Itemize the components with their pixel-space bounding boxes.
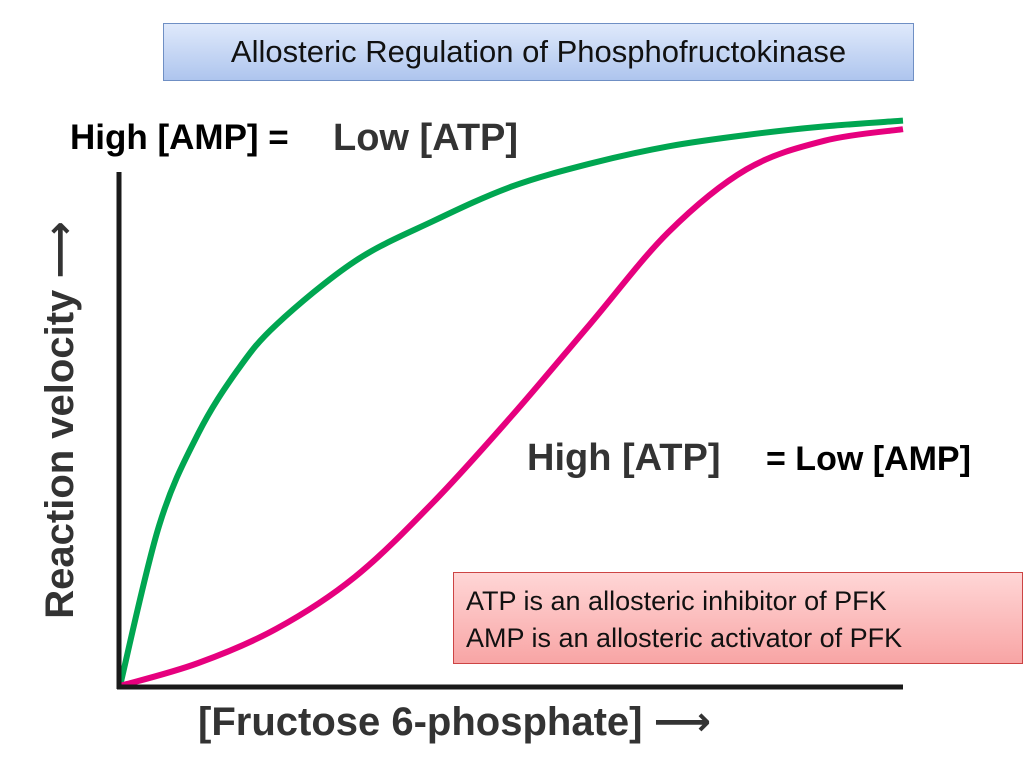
- pink-series-label-suffix: = Low [AMP]: [766, 440, 971, 478]
- note-line-inhibitor: ATP is an allosteric inhibitor of PFK: [466, 586, 887, 616]
- note-box: ATP is an allosteric inhibitor of PFK AM…: [453, 572, 1023, 664]
- pink-series-label: High [ATP]: [527, 437, 721, 479]
- green-curve-high-amp: [117, 117, 904, 687]
- y-axis-label: Reaction velocity ⟶: [38, 221, 82, 619]
- green-series-label: Low [ATP]: [333, 117, 519, 159]
- green-series-label-prefix: High [AMP] =: [70, 118, 289, 157]
- x-axis-label: [Fructose 6-phosphate] ⟶: [198, 700, 711, 744]
- pink-curve-high-atp: [119, 126, 904, 689]
- note-line-activator: AMP is an allosteric activator of PFK: [466, 623, 903, 653]
- slide-title: Allosteric Regulation of Phosphofructoki…: [163, 23, 914, 81]
